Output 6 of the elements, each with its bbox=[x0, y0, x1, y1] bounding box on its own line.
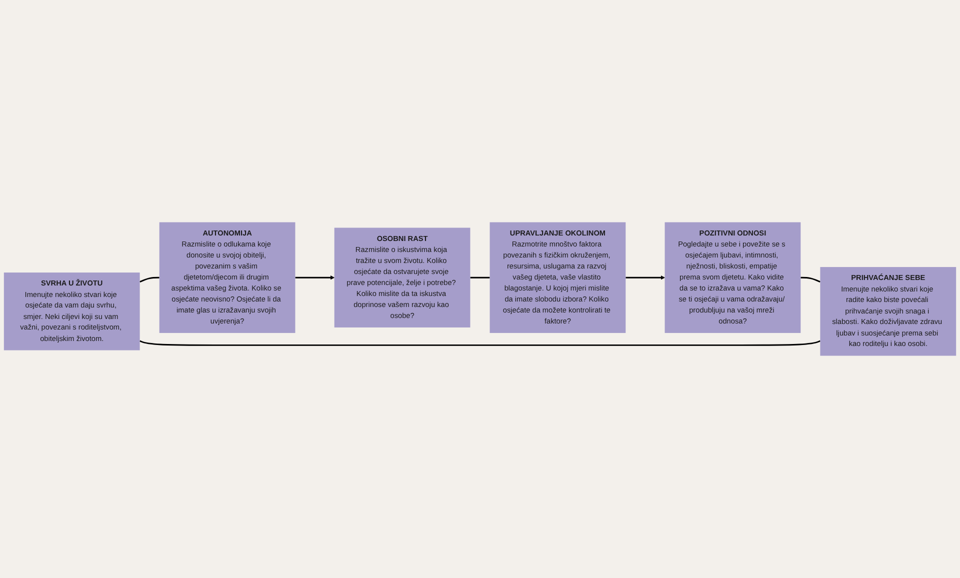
connector bbox=[140, 340, 820, 346]
arrow bbox=[626, 275, 665, 280]
connector bbox=[800, 276, 820, 283]
arrow bbox=[295, 275, 335, 280]
connector bbox=[140, 276, 160, 283]
connector bbox=[470, 276, 490, 278]
